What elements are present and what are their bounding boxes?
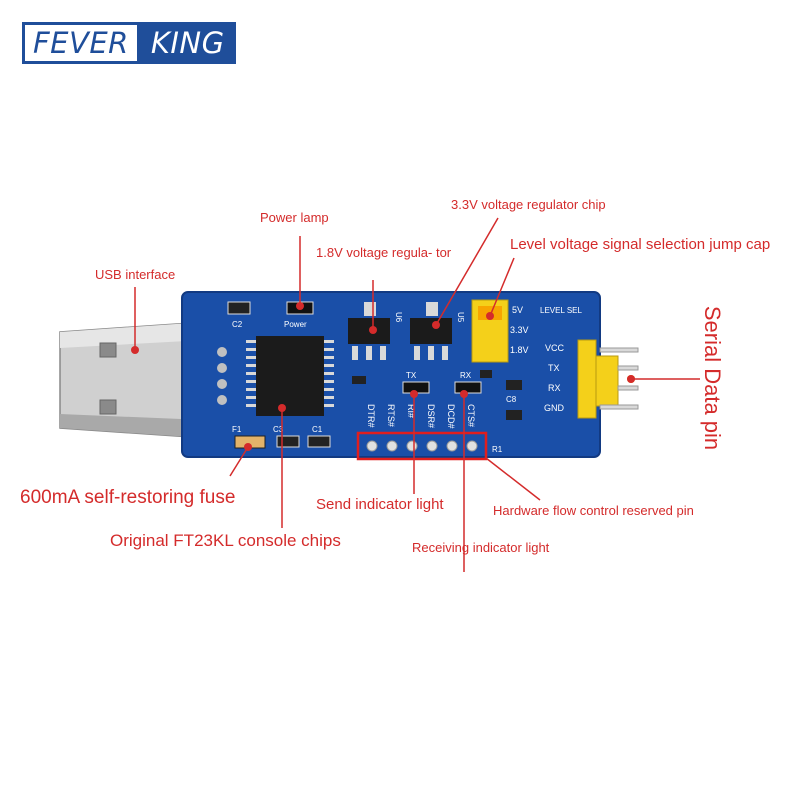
label-usb: USB interface [95,267,176,282]
silk-c1: C1 [312,425,323,434]
pin-label-dsr: DSR# [426,404,436,428]
label-serial-pin: Serial Data pin [700,305,725,451]
silk-rx: RX [548,383,561,393]
silk-r1: R1 [492,445,503,454]
label-send: Send indicator light [316,496,444,513]
silk-c2: C2 [232,320,243,329]
pin-label-cts: CTS# [466,404,476,427]
label-chip: Original FT23KL console chips [110,531,341,550]
label-hw-flow: Hardware flow control reserved pin [493,503,694,518]
pcb-board: C2 Power F1 C3 C1 [181,291,601,461]
silk-vcc: VCC [545,343,565,353]
annotation-dots [131,302,635,451]
label-regulator-33: 3.3V voltage regulator chip [451,197,606,212]
silk-rx-led: RX [460,371,472,380]
regulator-u5: U5 [410,302,465,360]
pin-label-dtr: DTR# [366,404,376,428]
pin-label-dcd: DCD# [446,404,456,429]
silk-c8: C8 [506,395,517,404]
silk-c3: C3 [273,425,284,434]
regulator-u6: U6 [348,302,403,360]
label-level-jump: Level voltage signal selection jump cap [510,236,771,253]
silk-power: Power [284,320,307,329]
logo-text-fever: FEVER [22,22,140,64]
silk-5v: 5V [512,305,523,315]
label-regulator-18: 1.8V voltage regula- tor [316,245,452,260]
reserved-pin-highlight [356,431,488,461]
brand-logo: FEVER KING [22,22,236,64]
reserved-pin-labels: DTR# RTS# RI# DSR# DCD# CTS# [366,404,476,429]
silk-tx: TX [548,363,560,373]
silk-u5: U5 [456,312,465,323]
silk-18v: 1.8V [510,345,529,355]
silk-tx-led: TX [406,371,417,380]
label-power-lamp: Power lamp [260,210,329,225]
logo-text-king: KING [139,22,236,64]
annotation-lines [134,217,700,572]
reserved-pin-holes [366,440,478,452]
label-receive: Receiving indicator light [412,540,550,555]
silk-u6: U6 [394,312,403,323]
pin-label-ri: RI# [406,404,416,418]
label-fuse: 600mA self-restoring fuse [20,487,236,508]
silk-gnd: GND [544,403,565,413]
silk-33v: 3.3V [510,325,529,335]
ft-chip [246,336,334,416]
pin-label-rts: RTS# [386,404,396,427]
level-jumper [471,299,509,363]
silk-f1: F1 [232,425,242,434]
serial-header [577,339,639,419]
silk-level-sel: LEVEL SEL [540,306,583,315]
